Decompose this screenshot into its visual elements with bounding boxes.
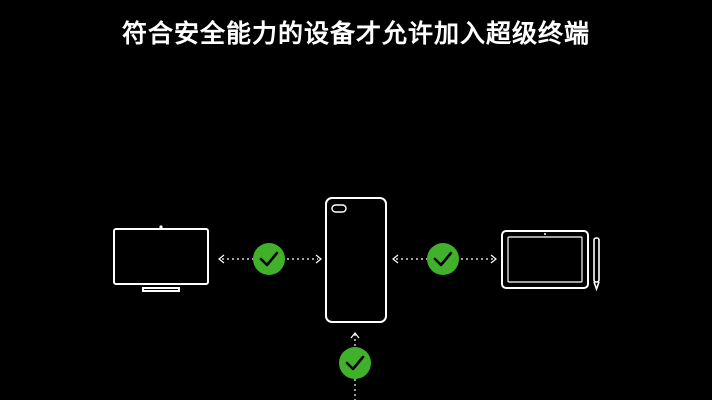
- tv-icon: [113, 225, 209, 292]
- tablet-icon: [501, 230, 589, 289]
- slide-title: 符合安全能力的设备才允许加入超级终端: [121, 19, 590, 48]
- connector-phone-bottom: [350, 332, 360, 400]
- checkmark-icon: [253, 243, 285, 275]
- connector-tv-phone: [218, 254, 322, 264]
- checkmark-icon: [427, 243, 459, 275]
- checkmark-icon: [339, 347, 371, 379]
- stylus-icon: [593, 237, 600, 292]
- connector-phone-tablet: [392, 254, 497, 264]
- phone-icon: [325, 197, 387, 323]
